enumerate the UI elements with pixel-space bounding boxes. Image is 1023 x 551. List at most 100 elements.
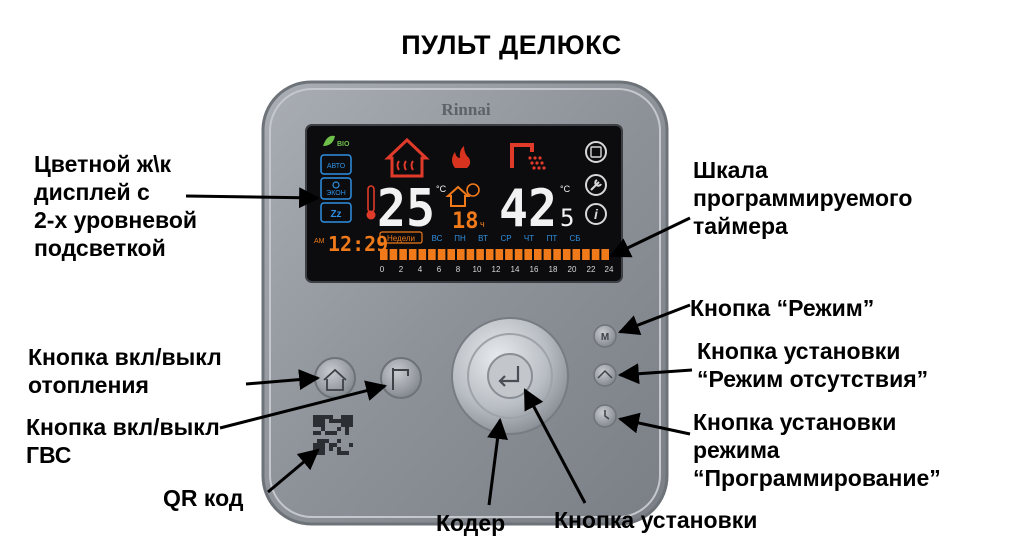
qr-label-line: QR код <box>163 485 244 511</box>
shower-drops-icon <box>528 156 546 170</box>
program-level-unit: ч <box>480 219 485 229</box>
hour-label: 22 <box>587 265 596 274</box>
qr-module <box>325 431 329 435</box>
hour-label: 8 <box>456 265 461 274</box>
week-label: Недели <box>387 234 415 243</box>
timer-segment <box>562 249 571 260</box>
display-label: Цветной ж\к дисплей с 2-х уровневой подс… <box>34 150 197 262</box>
dhw-button-arrow <box>219 380 388 430</box>
set-button[interactable] <box>487 353 533 399</box>
mode-button-arrow <box>618 303 691 335</box>
qr-module <box>329 447 333 451</box>
qr-module <box>337 419 341 423</box>
display-label-line: 2-х уровневой <box>34 207 198 233</box>
qr-module <box>321 419 325 423</box>
timer-segment <box>543 249 552 260</box>
hour-label: 18 <box>549 265 558 274</box>
heating-toggle-button[interactable] <box>314 357 356 399</box>
encoder-label: Кодер <box>436 509 505 537</box>
heating-button-arrow <box>245 369 321 391</box>
timer-segment <box>389 249 398 260</box>
qr-module <box>321 443 325 447</box>
timer-segment <box>485 249 494 260</box>
qr-arrow <box>267 448 320 494</box>
dhw-button-label: Кнопка вкл/выкл ГВС <box>26 413 220 469</box>
qr-module <box>325 439 329 443</box>
timer-segment <box>505 249 513 260</box>
day-label: ПН <box>454 234 466 243</box>
eco-dot-icon <box>332 181 340 189</box>
am-indicator: AM <box>314 238 325 245</box>
timer-segment <box>428 249 436 260</box>
dhw-button-label-line: Кнопка вкл/выкл <box>26 414 220 440</box>
heating-temperature-unit: °C <box>436 184 447 194</box>
timer-segment <box>437 249 446 260</box>
away-mode-button[interactable] <box>593 363 617 387</box>
qr-module <box>313 415 317 419</box>
timer-segment <box>495 249 504 260</box>
leaf-icon <box>323 135 335 146</box>
qr-module <box>325 415 329 419</box>
timer-segment <box>380 249 388 260</box>
display-label-line: дисплей с <box>34 179 150 205</box>
program-button-label: Кнопка установки режима “Программировани… <box>693 408 941 492</box>
timer-segment <box>466 249 475 260</box>
timer-segment <box>399 249 407 260</box>
hour-labels: 0 2 4 6 8 10 12 14 16 18 20 22 24 <box>380 265 614 274</box>
timer-segment <box>524 249 532 260</box>
mode-button-label-line: Кнопка “Режим” <box>690 295 875 321</box>
page-title: ПУЛЬТ ДЕЛЮКС <box>401 30 622 60</box>
timer-scale-label: Шкала программируемого таймера <box>693 156 912 240</box>
device-bezel <box>269 88 661 518</box>
program-level-digits: 18 <box>452 209 479 234</box>
hour-label: 10 <box>473 265 482 274</box>
clock-small-icon <box>466 183 480 197</box>
heating-house-icon <box>384 137 430 178</box>
hour-label: 6 <box>437 265 442 274</box>
encoder-label-line: Кодер <box>436 510 506 536</box>
day-label: ВС <box>432 234 443 243</box>
mode-button-glyph: M <box>601 332 609 343</box>
qr-module <box>345 451 349 455</box>
qr-module <box>349 423 353 427</box>
wrench-icon <box>585 174 607 196</box>
qr-module <box>349 415 353 419</box>
qr-module <box>317 419 321 423</box>
timer-segment <box>408 249 417 260</box>
heating-button-label-line: Кнопка вкл/выкл <box>28 344 222 370</box>
flame-icon <box>452 146 471 168</box>
shower-small-icon <box>392 368 409 390</box>
wrench-icon-shape <box>590 179 602 191</box>
eco-mode-label: ЭКОН <box>326 190 346 197</box>
hour-label: 12 <box>492 265 501 274</box>
heating-temperature: 25 <box>377 179 435 239</box>
day-label: СР <box>500 234 511 243</box>
qr-label: QR код <box>163 484 243 512</box>
heating-button-label: Кнопка вкл/выкл отопления <box>28 343 222 399</box>
qr-module <box>317 431 321 435</box>
qr-module <box>345 431 349 435</box>
qr-module <box>349 443 353 447</box>
qr-module <box>349 419 353 423</box>
qr-module <box>341 423 345 427</box>
dhw-toggle-button[interactable] <box>380 357 422 399</box>
encoder-ring <box>467 333 553 419</box>
day-label: СБ <box>569 234 580 243</box>
home-schedule-icon <box>445 185 471 207</box>
mode-button[interactable] <box>593 324 617 348</box>
timer-segment <box>582 249 590 260</box>
dhw-temperature-decimal: 5 <box>560 204 574 232</box>
program-button-label-line: режима <box>693 437 780 463</box>
day-label: ПТ <box>547 234 558 243</box>
qr-module <box>333 443 337 447</box>
thermometer-bulb-icon <box>366 210 376 220</box>
eco-mode-icon <box>320 177 352 200</box>
timer-scale-arrow <box>609 216 691 258</box>
menu-icon <box>585 141 607 163</box>
away-button-label: Кнопка установки “Режим отсутствия” <box>697 337 928 393</box>
display-arrow <box>185 187 321 209</box>
program-button-label-line: “Программирование” <box>693 465 941 491</box>
hour-label: 2 <box>399 265 404 274</box>
qr-module <box>345 423 349 427</box>
timer-segment <box>457 249 465 260</box>
